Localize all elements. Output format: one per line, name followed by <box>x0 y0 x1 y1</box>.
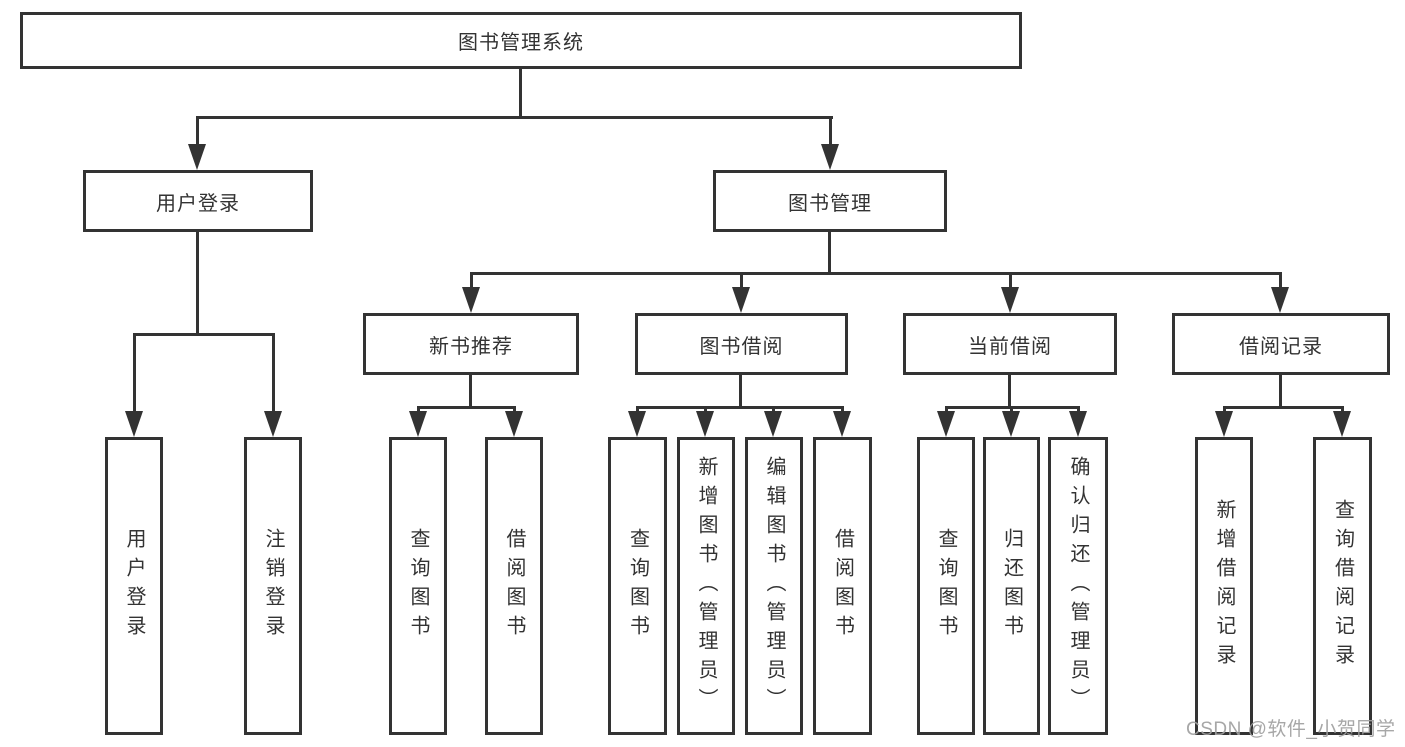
leaf-user-login: 用户登录 <box>105 437 163 735</box>
edge-drop-nb-borrow <box>513 406 516 415</box>
edge-drop-nb-query <box>417 406 420 415</box>
edge-drop-book-mgmt <box>829 116 832 146</box>
leaf-cb-query-books: 查询图书 <box>917 437 975 735</box>
edge-drop-bb-edit <box>772 406 775 415</box>
arrow-to-current-borrow <box>1001 287 1019 313</box>
edge-user-login-hbar <box>133 333 275 336</box>
arrow-to-br-query <box>1333 411 1351 437</box>
edge-book-mgmt-hbar <box>470 272 1282 275</box>
leaf-cb-return-books-label: 归还图书 <box>1000 528 1023 644</box>
leaf-bb-borrow-books: 借阅图书 <box>813 437 872 735</box>
node-user-login: 用户登录 <box>83 170 313 232</box>
node-borrow-records: 借阅记录 <box>1172 313 1390 375</box>
edge-borrow-records-hbar <box>1223 406 1344 409</box>
arrow-to-bb-edit <box>764 411 782 437</box>
edge-drop-br-query <box>1341 406 1344 415</box>
edge-book-borrow-hbar <box>636 406 844 409</box>
leaf-nb-query-books: 查询图书 <box>389 437 447 735</box>
node-borrow-records-label: 借阅记录 <box>1239 335 1323 358</box>
arrow-to-nb-borrow <box>505 411 523 437</box>
edge-drop-borrow-records <box>1279 272 1282 290</box>
leaf-bb-borrow-books-label: 借阅图书 <box>831 528 854 644</box>
edge-drop-bb-query <box>636 406 639 415</box>
leaf-user-login-label: 用户登录 <box>123 528 145 644</box>
edge-root-stem <box>519 66 522 119</box>
arrow-to-logout-leaf <box>264 411 282 437</box>
leaf-logout-label: 注销登录 <box>262 528 284 644</box>
edge-root-hbar <box>196 116 833 119</box>
leaf-cb-query-books-label: 查询图书 <box>935 528 957 644</box>
arrow-to-login-leaf <box>125 411 143 437</box>
arrow-to-br-add <box>1215 411 1233 437</box>
edge-drop-cb-query <box>945 406 948 415</box>
leaf-bb-edit-book-admin: 编辑图书（管理员） <box>745 437 803 735</box>
leaf-nb-query-books-label: 查询图书 <box>407 528 429 644</box>
arrow-to-new-books <box>462 287 480 313</box>
leaf-logout: 注销登录 <box>244 437 302 735</box>
node-book-borrow: 图书借阅 <box>635 313 848 375</box>
edge-drop-login-leaf <box>133 333 136 413</box>
node-root: 图书管理系统 <box>20 12 1022 69</box>
leaf-cb-return-books: 归还图书 <box>983 437 1040 735</box>
leaf-br-add-record: 新增借阅记录 <box>1195 437 1253 735</box>
arrow-to-nb-query <box>409 411 427 437</box>
edge-new-books-stem <box>469 373 472 409</box>
node-root-label: 图书管理系统 <box>458 32 584 54</box>
edge-drop-current-borrow <box>1009 272 1012 290</box>
node-new-books: 新书推荐 <box>363 313 579 375</box>
leaf-bb-add-book-admin: 新增图书（管理员） <box>677 437 735 735</box>
leaf-br-add-record-label: 新增借阅记录 <box>1213 499 1235 673</box>
edge-user-login-stem <box>196 229 199 336</box>
node-book-mgmt-label: 图书管理 <box>788 192 872 215</box>
arrow-to-cb-confirm <box>1069 411 1087 437</box>
edge-drop-book-borrow <box>740 272 743 290</box>
leaf-bb-add-book-admin-label: 新增图书（管理员） <box>695 455 717 717</box>
edge-drop-cb-return <box>1010 406 1013 415</box>
node-book-borrow-label: 图书借阅 <box>699 335 784 358</box>
node-user-login-label: 用户登录 <box>156 192 240 215</box>
arrow-to-book-mgmt <box>821 144 839 170</box>
arrow-to-cb-query <box>937 411 955 437</box>
edge-drop-bb-add <box>704 406 707 415</box>
node-book-mgmt: 图书管理 <box>713 170 947 232</box>
edge-drop-bb-borrow <box>841 406 844 415</box>
leaf-cb-confirm-return-admin: 确认归还（管理员） <box>1048 437 1108 735</box>
csdn-watermark: CSDN @软件_小贺同学 <box>1186 719 1396 740</box>
edge-current-borrow-stem <box>1008 373 1011 409</box>
arrow-to-user-login <box>188 144 206 170</box>
leaf-br-query-record-label: 查询借阅记录 <box>1331 499 1354 673</box>
arrow-to-borrow-records <box>1271 287 1289 313</box>
leaf-bb-query-books-label: 查询图书 <box>626 528 649 644</box>
edge-drop-br-add <box>1223 406 1226 415</box>
leaf-cb-confirm-return-admin-label: 确认归还（管理员） <box>1067 455 1089 717</box>
arrow-to-bb-borrow <box>833 411 851 437</box>
edge-drop-user-login <box>196 116 199 146</box>
arrow-to-bb-add <box>696 411 714 437</box>
leaf-nb-borrow-books: 借阅图书 <box>485 437 543 735</box>
leaf-nb-borrow-books-label: 借阅图书 <box>503 528 525 644</box>
edge-drop-logout-leaf <box>272 333 275 413</box>
edge-book-borrow-stem <box>739 373 742 409</box>
arrow-to-cb-return <box>1002 411 1020 437</box>
edge-drop-new-books <box>470 272 473 290</box>
leaf-bb-query-books: 查询图书 <box>608 437 667 735</box>
leaf-br-query-record: 查询借阅记录 <box>1313 437 1372 735</box>
arrow-to-book-borrow <box>732 287 750 313</box>
edge-book-mgmt-stem <box>828 229 831 275</box>
arrow-to-bb-query <box>628 411 646 437</box>
edge-borrow-records-stem <box>1279 373 1282 409</box>
edge-drop-cb-confirm <box>1077 406 1080 415</box>
node-current-borrow: 当前借阅 <box>903 313 1117 375</box>
edge-new-books-hbar <box>417 406 516 409</box>
node-new-books-label: 新书推荐 <box>429 335 513 358</box>
leaf-bb-edit-book-admin-label: 编辑图书（管理员） <box>763 455 785 717</box>
node-current-borrow-label: 当前借阅 <box>968 335 1052 358</box>
